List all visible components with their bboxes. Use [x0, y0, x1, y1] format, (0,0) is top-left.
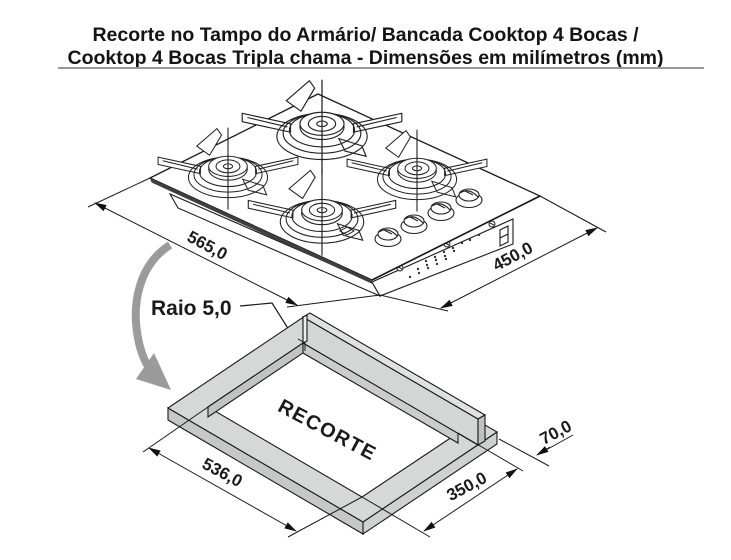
cooktop-drawing: [148, 79, 542, 298]
title-underline-divider: [58, 67, 704, 69]
corner-radius-label: Raio 5,0: [151, 297, 232, 320]
knob-4: [455, 188, 483, 209]
knob-3: [427, 201, 455, 222]
dim-line-536: [148, 447, 297, 532]
cutout-drawing: [166, 312, 499, 536]
dim-line-565: [94, 202, 298, 306]
title-line-2: Cooktop 4 Bocas Tripla chama - Dimensões…: [67, 47, 664, 69]
backsplash-end-cap: [477, 414, 486, 446]
dim-arrow-70: [536, 446, 551, 456]
title-line-1: Recorte no Tampo do Armário/ Bancada Coo…: [92, 24, 639, 46]
dim-line-450: [440, 227, 598, 309]
cutout-dimension-lines: [142, 406, 574, 538]
diagram-title: Recorte no Tampo do Armário/ Bancada Coo…: [0, 24, 731, 70]
corner-radius-notch: [297, 338, 306, 351]
curved-arrow-icon: [131, 241, 173, 390]
cooktop-dimension-lines: [87, 177, 607, 312]
knob-1: [374, 227, 402, 248]
knob-2: [400, 214, 428, 235]
glass-print-mark: [338, 226, 356, 236]
dim-line-350: [423, 468, 518, 532]
backsplash-left-cap: [302, 314, 308, 344]
